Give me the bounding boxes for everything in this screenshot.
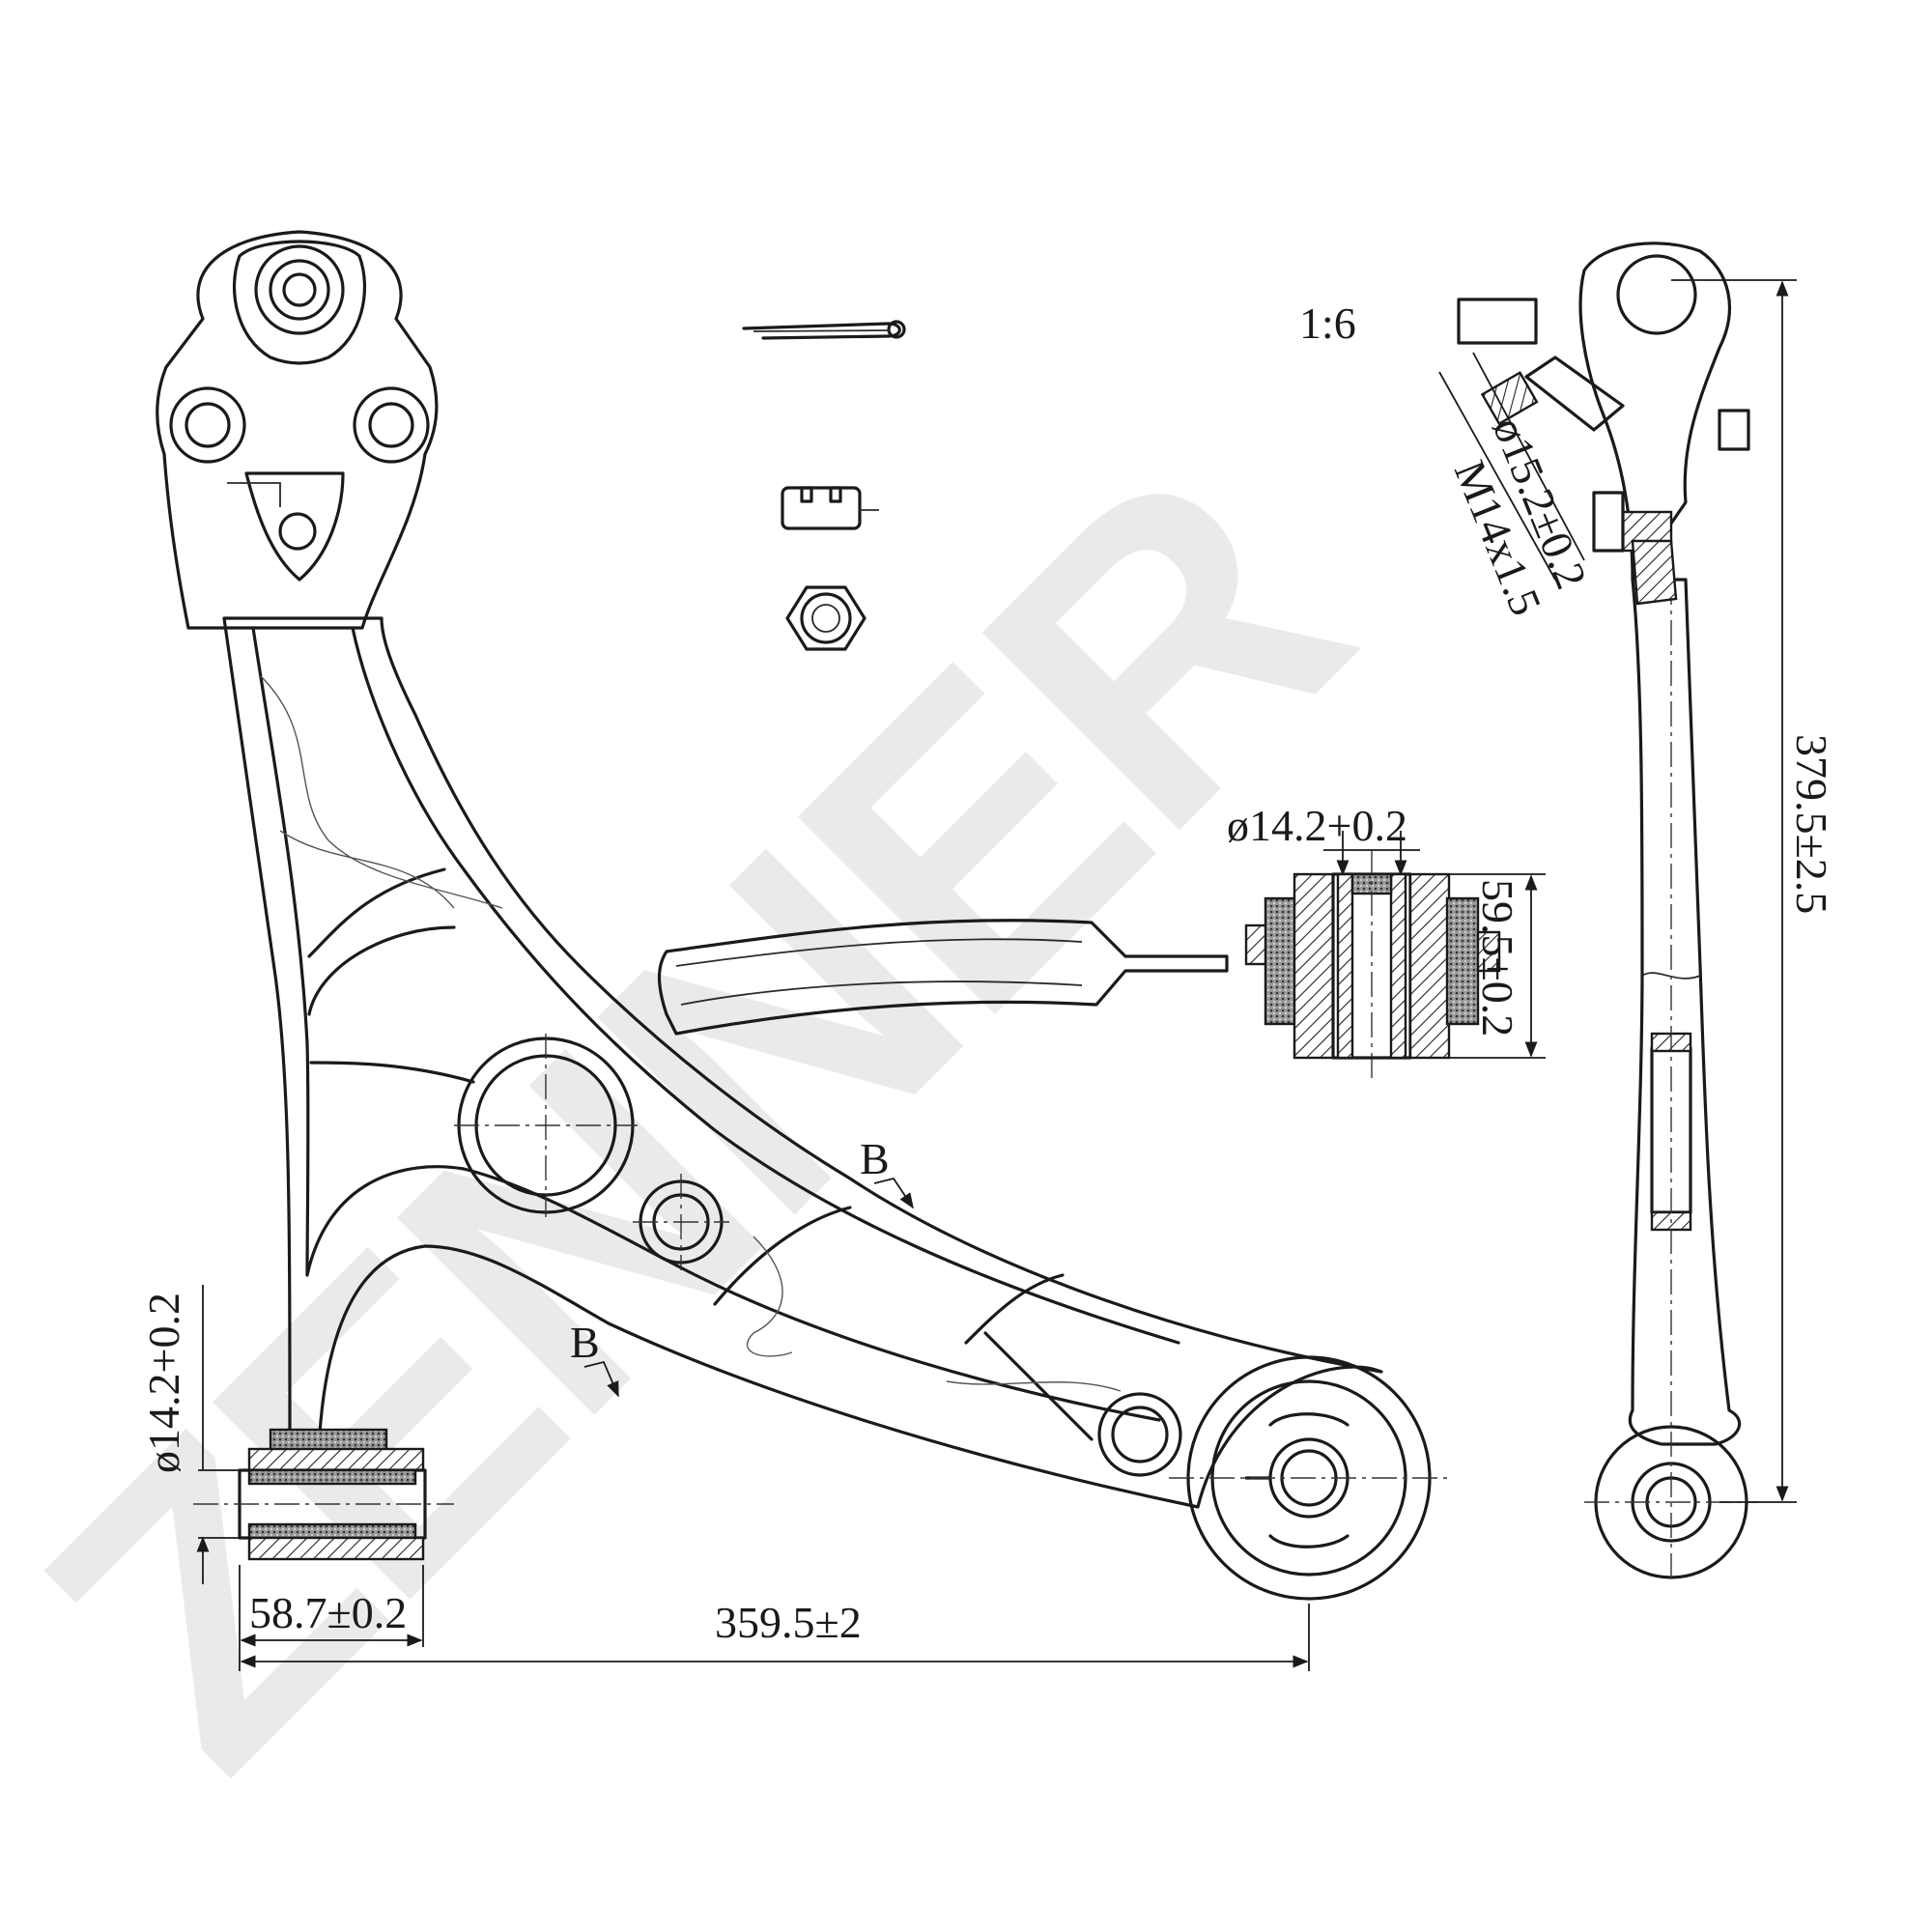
arm-boss-outer bbox=[1097, 1392, 1182, 1477]
contour-3 bbox=[746, 1236, 793, 1357]
mount-boss-lower bbox=[244, 471, 345, 582]
dim-stud-leader-1 bbox=[1438, 371, 1556, 581]
boss-web bbox=[227, 482, 281, 507]
front-bushing-flange-top bbox=[247, 1447, 425, 1472]
ball-joint-socket-outer bbox=[232, 240, 367, 365]
dim-pivot-span: 359.5±2 bbox=[715, 1598, 862, 1647]
web-1 bbox=[307, 867, 446, 958]
web-4 bbox=[713, 1206, 852, 1306]
rear-bushing-rubber-left bbox=[1264, 896, 1298, 1026]
side-view-stud bbox=[1524, 355, 1625, 432]
mount-hole-lower bbox=[278, 512, 317, 551]
mount-hole-right bbox=[368, 402, 414, 448]
ball-joint-ring bbox=[269, 259, 330, 321]
rear-bushing-outer-right bbox=[1408, 872, 1451, 1060]
side-view-break-line bbox=[1641, 972, 1701, 980]
section-marker-upper: B bbox=[860, 1134, 890, 1183]
side-view-arm-outline bbox=[1628, 578, 1742, 1446]
contour-2 bbox=[279, 830, 455, 909]
rear-bushing-slot-top bbox=[1268, 1412, 1350, 1427]
web-5 bbox=[964, 1273, 1065, 1345]
web-3 bbox=[307, 925, 456, 1016]
brand-watermark: ZENNER bbox=[0, 388, 1424, 1849]
web-2 bbox=[309, 1061, 475, 1084]
mount-hole-left bbox=[185, 402, 231, 448]
cotter-pin-icon bbox=[742, 320, 906, 340]
side-view-housing-section bbox=[1631, 539, 1678, 606]
watermark-text: ZENNER bbox=[0, 388, 1424, 1849]
mount-boss-right bbox=[353, 386, 430, 464]
rear-bushing-detail bbox=[657, 850, 1501, 1082]
rear-bushing-core-wall-left bbox=[1336, 872, 1354, 1060]
dim-overall-length: 379.5±2.5 bbox=[1787, 734, 1836, 914]
rear-bushing-outer-left bbox=[1293, 872, 1335, 1060]
dim-front-bushing-length: 58.7±0.2 bbox=[249, 1588, 407, 1637]
arm-boss-inner bbox=[1111, 1406, 1169, 1463]
front-bushing-rubber-bottom bbox=[247, 1522, 417, 1540]
front-bushing-flange-bottom bbox=[247, 1536, 425, 1561]
dim-front-bushing-diameter: ø14.2+0.2 bbox=[139, 1293, 188, 1473]
mount-boss-left bbox=[169, 386, 246, 464]
rear-bushing-slot-bottom bbox=[1268, 1534, 1350, 1548]
side-view-ball bbox=[1616, 254, 1697, 335]
section-arrow-upper bbox=[873, 1177, 914, 1209]
section-b-markers: B B bbox=[570, 1134, 914, 1398]
dimension-lines: ø14.2+0.2 58.7±0.2 359.5±2 ø14.2+0.2 59.… bbox=[139, 279, 1836, 1671]
contour-4 bbox=[946, 1380, 1122, 1392]
section-arrow-lower bbox=[583, 1360, 619, 1398]
rear-bushing-core-wall-right bbox=[1389, 872, 1407, 1060]
castle-nut-top-icon bbox=[785, 585, 867, 651]
arm-inner-rib bbox=[251, 626, 1161, 1422]
scale-label: 1:6 bbox=[1299, 298, 1356, 348]
ball-joint-center bbox=[282, 272, 317, 307]
front-bushing-rubber-top bbox=[247, 1468, 417, 1486]
side-view-boot bbox=[1457, 298, 1538, 345]
section-marker-lower: B bbox=[570, 1318, 600, 1367]
contour-1 bbox=[260, 675, 503, 909]
dim-rear-bushing-diameter: ø14.2+0.2 bbox=[1227, 801, 1407, 850]
rear-bushing-rubber-right bbox=[1445, 896, 1480, 1026]
rear-bushing-spacer-right bbox=[1476, 930, 1501, 973]
dim-stud-leader-2 bbox=[1472, 352, 1585, 561]
side-view-ball-joint-housing bbox=[1578, 242, 1731, 582]
rear-arm-section-outline bbox=[657, 919, 1229, 1036]
rear-bushing-spacer-left bbox=[1244, 923, 1269, 966]
web-6 bbox=[983, 1331, 1094, 1441]
rear-arm-inner-line bbox=[675, 938, 1083, 967]
control-arm-side-view bbox=[1457, 242, 1758, 1584]
ball-joint-ball bbox=[254, 244, 345, 335]
control-arm-plan-view bbox=[156, 230, 1449, 1601]
arm-inner-rib-upper bbox=[351, 626, 1180, 1345]
side-view-bolt-shank bbox=[1592, 491, 1625, 553]
front-bushing-collar-top bbox=[269, 1428, 388, 1453]
side-view-bolt-right bbox=[1718, 409, 1750, 451]
hardware-parts bbox=[742, 320, 906, 651]
arm-body-outline bbox=[222, 616, 1383, 1509]
castle-nut-side-icon bbox=[781, 486, 879, 530]
rear-arm-inner-line-2 bbox=[680, 980, 1083, 1006]
ball-joint-housing bbox=[156, 230, 439, 630]
dim-rear-bushing-length: 59.5±0.2 bbox=[1473, 879, 1522, 1037]
side-view-nut bbox=[1480, 371, 1539, 426]
